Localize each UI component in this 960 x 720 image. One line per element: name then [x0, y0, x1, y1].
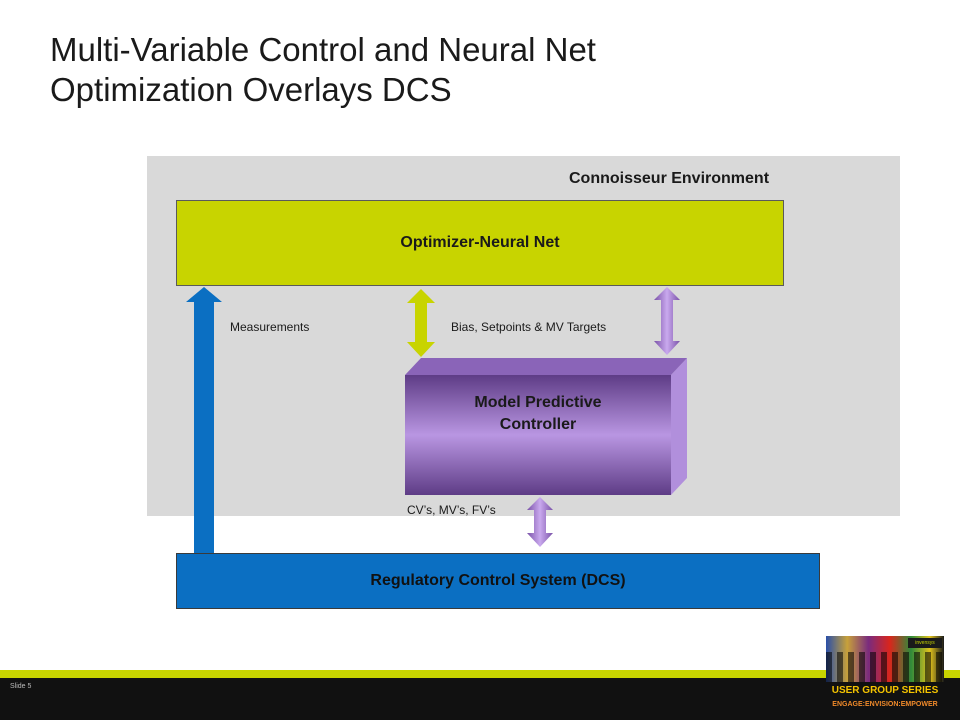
optimizer-neural-net-box: Optimizer-Neural Net: [176, 200, 784, 286]
environment-label: Connoisseur Environment: [569, 170, 770, 187]
mpc-box-top: [405, 358, 687, 375]
optimizer-mpc-arrow: [407, 289, 435, 357]
measurements-arrow: [186, 287, 222, 553]
mpc-box-front: [405, 375, 671, 495]
mpc-label: Model Predictive Controller: [405, 392, 671, 436]
user-group-series-logo: invensys USER GROUP SERIES ENGAGE:ENVISI…: [826, 636, 944, 712]
slide-title: Multi-Variable Control and Neural Net Op…: [50, 30, 810, 110]
title-line-2: Optimization Overlays DCS: [50, 71, 452, 108]
logo-brand: invensys: [908, 638, 942, 648]
regulatory-control-system-box: Regulatory Control System (DCS): [176, 553, 820, 609]
cv-mv-fv-label: CV’s, MV’s, FV’s: [407, 503, 496, 517]
logo-people-image: invensys: [826, 636, 944, 682]
slide-number: Slide 5: [10, 683, 32, 690]
measurements-label: Measurements: [230, 320, 310, 334]
dcs-label: Regulatory Control System (DCS): [370, 572, 626, 589]
mpc-box-side: [671, 358, 687, 495]
logo-tagline: ENGAGE:ENVISION:EMPOWER: [826, 699, 944, 711]
mpc-label-line-2: Controller: [499, 416, 577, 433]
bias-setpoints-arrow: [654, 287, 680, 355]
mpc-dcs-arrow: [527, 497, 553, 547]
mpc-label-line-1: Model Predictive: [474, 394, 602, 411]
optimizer-label: Optimizer-Neural Net: [400, 234, 560, 251]
footer-bar: [0, 678, 960, 720]
bias-setpoints-label: Bias, Setpoints & MV Targets: [451, 320, 607, 334]
footer-accent-line: [0, 670, 960, 678]
logo-series-text: USER GROUP SERIES: [826, 683, 944, 698]
title-line-1: Multi-Variable Control and Neural Net: [50, 31, 596, 68]
